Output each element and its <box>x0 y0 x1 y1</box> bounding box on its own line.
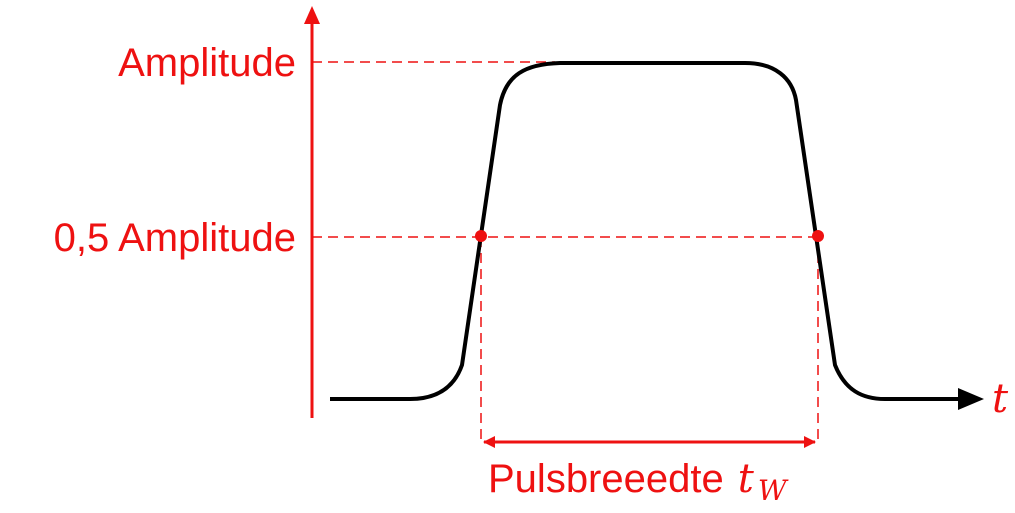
time-axis-label: t <box>992 376 1009 422</box>
pulse-width-label: Pulsbreeedte t W <box>488 456 789 507</box>
pulse-width-text: Pulsbreeedte <box>488 457 724 501</box>
left-half-amplitude-point <box>475 230 487 242</box>
half-amplitude-label: 0,5 Amplitude <box>54 216 296 260</box>
pulse-width-symbol: t <box>738 456 755 502</box>
pulse-width-subscript: W <box>758 474 789 507</box>
amplitude-label: Amplitude <box>118 41 296 85</box>
y-axis-arrowhead <box>304 6 320 24</box>
pulse-signal <box>330 61 886 401</box>
right-half-amplitude-point <box>812 230 824 242</box>
x-axis-arrowhead <box>958 388 984 410</box>
